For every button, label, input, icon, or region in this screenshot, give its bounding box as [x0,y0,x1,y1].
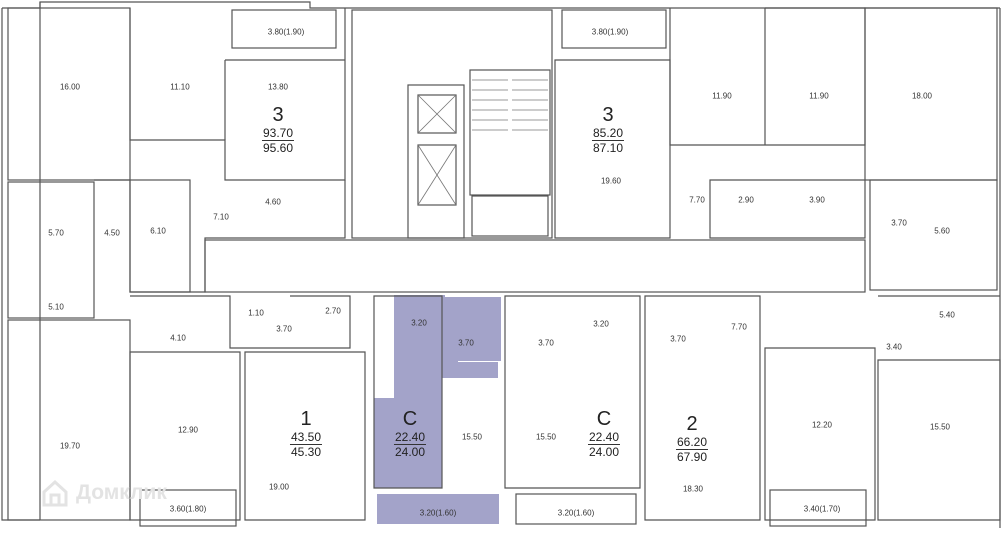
apartment-area-total: 95.60 [262,141,294,155]
room-area: 5.40 [939,310,955,320]
apartment-area: 43.50 [289,430,323,445]
room-area: 13.80 [267,82,289,92]
room-area: 3.40(1.70) [803,504,841,514]
apartment-type: С [596,408,612,430]
apartment-type: 3 [272,104,284,126]
room-area: 18.30 [682,484,704,494]
room-area: 3.40 [886,342,902,352]
apartment-area-total: 45.30 [290,445,322,459]
apartment-type: С [402,408,418,430]
room-area: 6.10 [150,226,166,236]
room-area: 3.70 [891,218,907,228]
apartment-type: 1 [300,408,312,430]
room-area: 15.50 [461,432,483,442]
apartment-area-total: 67.90 [676,450,708,464]
room-area: 5.60 [934,226,950,236]
room-area: 11.90 [809,91,829,101]
apartment-area: 93.70 [261,126,295,141]
room-area: 3.70 [670,334,686,344]
room-area: 3.80(1.90) [267,27,305,37]
watermark: Домклик [40,478,167,508]
room-area: 7.10 [213,212,229,222]
room-area: 19.00 [268,482,290,492]
room-area: 11.90 [712,91,732,101]
apartment-label-studio-selected[interactable]: С 22.40 24.00 [393,408,427,460]
room-area: 2.90 [738,195,754,205]
room-area: 3.20 [411,318,427,328]
room-area: 12.20 [811,420,833,430]
apartment-area-total: 24.00 [394,445,426,459]
room-area: 7.70 [731,322,747,332]
watermark-text: Домклик [76,481,167,504]
apartment-area-total: 24.00 [588,445,620,459]
room-area: 15.50 [929,422,951,432]
room-area: 3.70 [538,338,554,348]
apartment-label-1-left[interactable]: 1 43.50 45.30 [289,408,323,460]
room-area: 16.00 [59,82,81,92]
room-area: 4.10 [170,333,186,343]
room-area: 3.90 [809,195,825,205]
stairs [417,79,548,206]
apartment-type: 2 [686,413,698,435]
room-area: 12.90 [177,425,199,435]
room-area: 19.60 [600,176,622,186]
room-area: 2.70 [325,306,341,316]
apartment-area: 22.40 [393,430,427,445]
room-area: 3.70 [276,324,292,334]
room-area: 3.80(1.90) [591,27,629,37]
room-area: 1.10 [248,308,264,318]
apartment-label-3-left[interactable]: 3 93.70 95.60 [261,104,295,156]
selected-apartment-highlight[interactable] [374,295,501,524]
room-area: 11.10 [170,82,190,92]
house-logo-icon [42,479,68,507]
room-area: 4.50 [104,228,120,238]
room-area: 4.60 [265,197,281,207]
room-area: 3.20 [593,319,609,329]
room-area: 5.70 [48,228,64,238]
apartment-type: 3 [602,104,614,126]
apartment-area: 22.40 [587,430,621,445]
apartment-area-total: 87.10 [592,141,624,155]
room-area: 3.70 [458,338,474,348]
apartment-area: 85.20 [591,126,625,141]
apartment-area: 66.20 [675,435,709,450]
room-area: 15.50 [535,432,557,442]
apartment-label-3-center[interactable]: 3 85.20 87.10 [591,104,625,156]
room-area: 18.00 [911,91,933,101]
room-area: 5.10 [48,302,64,312]
apartment-label-studio-right[interactable]: С 22.40 24.00 [587,408,621,460]
room-area: 3.20(1.60) [419,508,457,518]
room-area: 19.70 [59,441,81,451]
room-area: 3.60(1.80) [169,504,207,514]
room-area: 7.70 [689,195,705,205]
room-area: 3.20(1.60) [557,508,595,518]
apartment-label-2-right[interactable]: 2 66.20 67.90 [675,413,709,465]
